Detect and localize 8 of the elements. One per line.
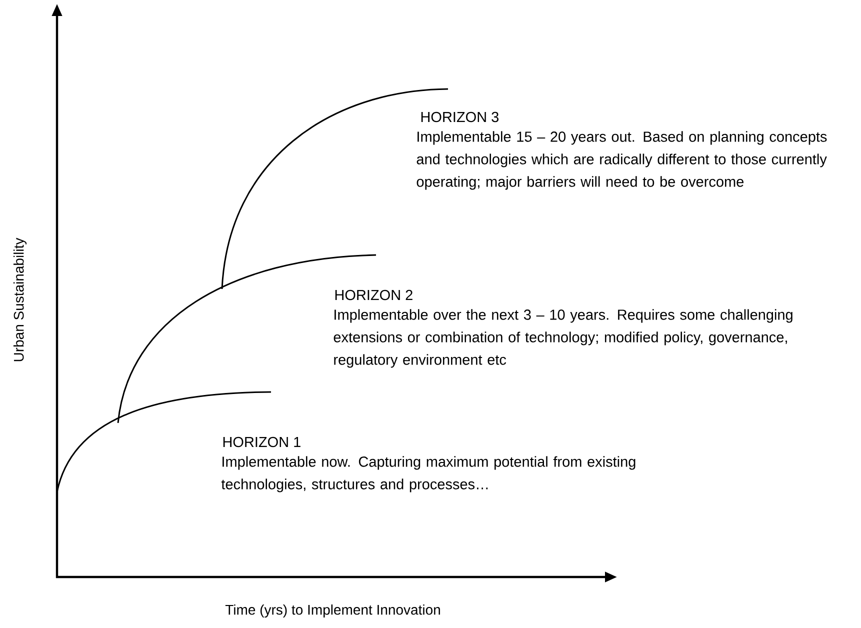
axis-label: Urban Sustainability	[13, 238, 27, 362]
horizon-description: Implementable 15 – 20 years out. Based on planning concepts and technologies which are radically different to those currently operating; major barriers will need to be overcome	[416, 131, 827, 190]
horizon-description: Implementable now. Capturing maximum potential from existing technologies, structures and processes…	[221, 456, 636, 492]
horizon-heading: HORIZON 1	[223, 436, 300, 448]
horizon-description: Implementable over the next 3 – 10 years. Requires some challenging extensions or combination of technology; modified policy, governance, regulatory environment etc	[334, 309, 792, 368]
axis-label: Time (yrs) to Implement Innovation	[225, 604, 440, 618]
horizon-heading: HORIZON 3	[421, 112, 499, 122]
horizon-heading: HORIZON 2	[335, 290, 412, 300]
